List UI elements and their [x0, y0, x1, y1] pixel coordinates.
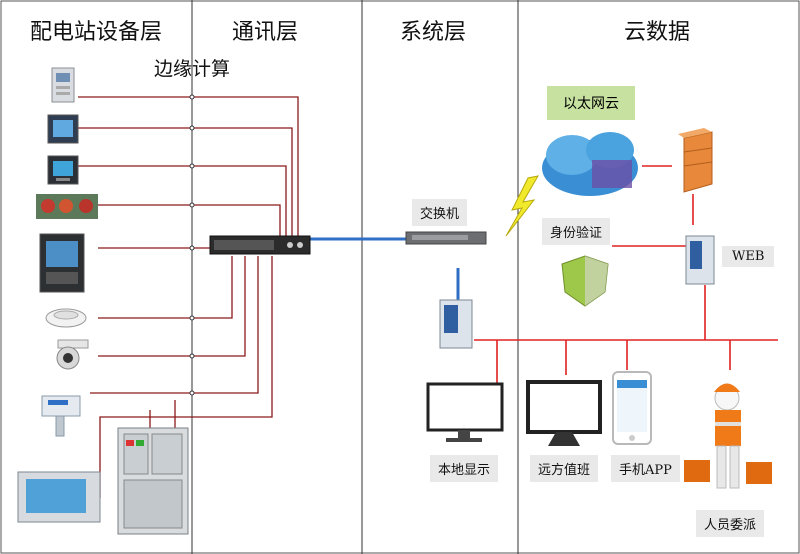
switchgear-cabinet-icon [117, 427, 189, 535]
wire-1 [78, 96, 299, 242]
power-meter-icon [47, 114, 79, 144]
security-shield-icon [561, 255, 609, 307]
authentication-label: 身份验证 [542, 218, 611, 245]
switch-label: 交换机 [412, 199, 468, 226]
remote-monitor-icon [526, 380, 602, 446]
crossing-marks [189, 94, 195, 396]
wire-6 [98, 256, 233, 319]
temp-humidity-sensor-icon [41, 395, 81, 437]
local-server-icon [439, 299, 473, 349]
wire-2 [78, 127, 293, 242]
ethernet-cloud-icon [542, 132, 638, 196]
wireless-bolt-icon [505, 175, 539, 237]
network-switch-icon [405, 231, 487, 245]
switchgear-photo-icon [36, 194, 98, 219]
ethernet-cloud-label: 以太网云 [547, 86, 635, 120]
protection-relay-icon [51, 67, 75, 103]
wire-4 [98, 204, 281, 242]
web-server-icon [685, 235, 715, 285]
firewall-icon [678, 128, 713, 193]
remote-duty-label: 远方值班 [530, 455, 599, 482]
web-label: WEB [722, 246, 775, 267]
local-monitor-icon [426, 382, 504, 442]
wire-7 [98, 256, 246, 357]
service-worker-icon [684, 383, 772, 489]
dome-camera-icon [56, 339, 89, 370]
monitoring-controller-icon [17, 471, 101, 523]
comm-layer-header: 通讯层 [232, 20, 299, 45]
edge-computing-label: 边缘计算 [154, 58, 231, 80]
panel-display-icon [39, 233, 85, 293]
wire-8 [90, 256, 259, 394]
network-bus [474, 165, 778, 383]
wire-3 [78, 165, 287, 242]
edge-gateway-icon [209, 235, 311, 255]
cloud-data-header: 云数据 [624, 20, 691, 45]
display-meter-icon [47, 155, 79, 185]
mobile-phone-icon [612, 371, 652, 445]
personnel-dispatch-label: 人员委派 [696, 510, 765, 537]
system-layer-header: 系统层 [400, 20, 467, 45]
device-layer-header: 配电站设备层 [30, 20, 163, 45]
mobile-app-label: 手机APP [611, 455, 680, 482]
device-wires [78, 96, 299, 498]
local-display-label: 本地显示 [430, 455, 499, 482]
wire-9 [99, 256, 273, 498]
smoke-detector-icon [45, 308, 87, 328]
